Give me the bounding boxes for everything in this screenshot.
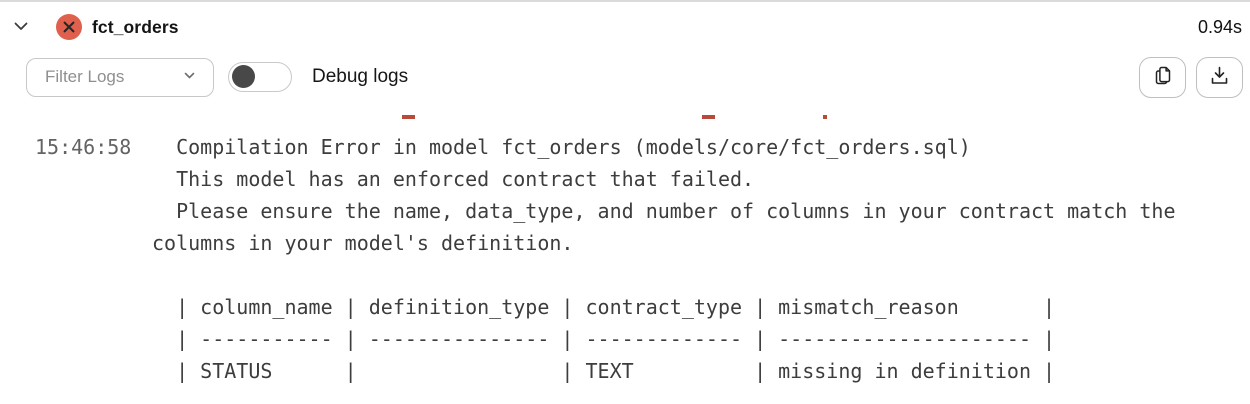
clipped-red-log-fragment [823, 115, 827, 119]
copy-icon [1151, 64, 1174, 90]
log-entry: 15:46:58 Compilation Error in model fct_… [0, 131, 1250, 387]
chevron-down-icon [11, 16, 31, 39]
toggle-knob [232, 65, 255, 88]
log-message: Compilation Error in model fct_orders (m… [152, 135, 1176, 383]
log-timestamp: 15:46:58 [35, 135, 132, 159]
log-toolbar: Filter Logs Debug logs [0, 52, 1250, 102]
run-title: fct_orders [92, 16, 179, 37]
filter-logs-dropdown[interactable]: Filter Logs [26, 57, 214, 97]
collapse-button[interactable] [10, 16, 32, 38]
clipped-red-log-fragment [402, 115, 415, 119]
debug-logs-toggle[interactable] [228, 62, 292, 92]
debug-logs-label: Debug logs [312, 66, 409, 87]
download-logs-button[interactable] [1196, 56, 1243, 98]
run-header: fct_orders 0.94s [0, 2, 1250, 52]
log-output-area: 15:46:58 Compilation Error in model fct_… [0, 102, 1250, 404]
error-status-icon [56, 14, 82, 40]
copy-logs-button[interactable] [1139, 56, 1186, 98]
run-duration: 0.94s [1197, 16, 1242, 37]
chevron-down-icon [182, 68, 197, 86]
filter-logs-label: Filter Logs [45, 67, 125, 86]
download-icon [1208, 64, 1231, 90]
clipped-red-log-fragment [702, 115, 715, 119]
